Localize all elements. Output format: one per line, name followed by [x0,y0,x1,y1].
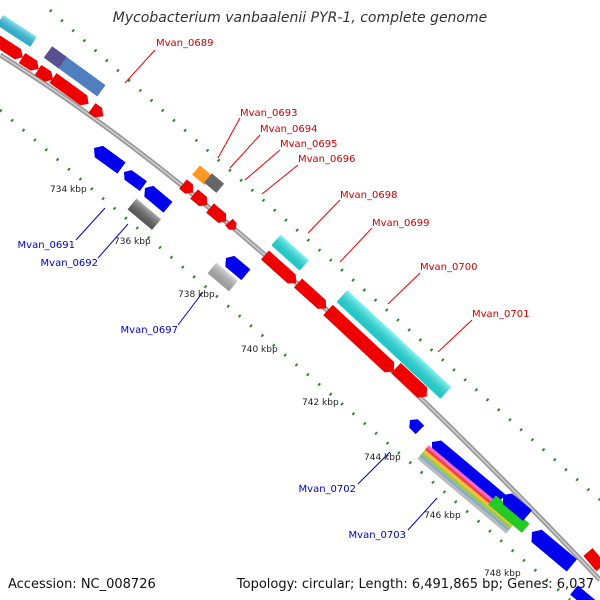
gene-label[interactable]: Mvan_0692 [41,258,98,269]
gene-feature[interactable] [293,278,330,313]
gene-feature[interactable] [88,103,106,121]
gene-feature[interactable] [120,167,147,191]
gene-feature[interactable] [190,189,211,209]
scale-tick-label: 746 kbp [424,511,461,521]
gene-label[interactable]: Mvan_0695 [280,139,337,150]
gene-feature[interactable] [206,203,230,226]
guide-rails [0,8,600,600]
gene-feature[interactable] [225,218,239,233]
gene-label[interactable]: Mvan_0693 [240,108,297,119]
gene-label[interactable]: Mvan_0697 [121,325,178,336]
scale-tick-label: 734 kbp [50,185,87,195]
gene-feature[interactable] [527,526,577,572]
forward-gene-labels: Mvan_0689 Mvan_0693 Mvan_0694 Mvan_0695 … [156,38,529,320]
gene-feature[interactable] [204,173,225,193]
gene-feature[interactable] [207,262,238,292]
reverse-leader-lines [75,207,438,531]
gene-label[interactable]: Mvan_0702 [299,484,356,495]
gene-feature[interactable] [141,183,173,213]
gene-label[interactable]: Mvan_0689 [156,38,213,49]
gene-feature[interactable] [391,362,431,402]
accession-label: Accession: NC_008726 [8,577,156,592]
gene-feature[interactable] [499,490,533,521]
gene-label[interactable]: Mvan_0698 [340,190,397,201]
outer-guide-rail [49,8,600,502]
gene-feature[interactable] [18,52,42,74]
gene-feature[interactable] [0,14,37,47]
gene-label[interactable]: Mvan_0703 [349,530,406,541]
scale-tick-label: 744 kbp [364,453,401,463]
forward-leader-lines [124,49,473,353]
gene-label[interactable]: Mvan_0696 [298,154,355,165]
gene-feature[interactable] [222,253,251,281]
gene-label[interactable]: Mvan_0694 [260,124,317,135]
scale-tick-label: 748 kbp [484,569,521,579]
gene-feature[interactable] [323,304,398,377]
gene-feature[interactable] [406,416,425,435]
reverse-gene-labels: Mvan_0691 Mvan_0692 Mvan_0697 Mvan_0702 … [18,240,406,541]
gene-feature[interactable] [43,46,106,97]
gene-feature[interactable] [428,437,506,506]
page-title: Mycobacterium vanbaalenii PYR-1, complet… [112,10,488,26]
genome-summary: Topology: circular; Length: 6,491,865 bp… [236,577,594,592]
gene-feature[interactable] [336,290,452,399]
gene-feature[interactable] [34,64,57,85]
forward-strand-track [0,14,600,572]
gene-feature[interactable] [0,34,26,62]
gene-label[interactable]: Mvan_0699 [372,218,429,229]
gene-label[interactable]: Mvan_0701 [472,309,529,320]
scale-tick-label: 736 kbp [114,237,151,247]
gene-feature[interactable] [127,198,162,230]
gene-feature[interactable] [488,495,530,533]
scale-tick-label: 742 kbp [302,398,339,408]
gene-feature[interactable] [49,73,92,109]
scale-tick-label: 738 kbp [178,290,215,300]
gene-feature[interactable] [90,142,126,174]
gene-feature[interactable] [179,179,197,197]
gene-label[interactable]: Mvan_0691 [18,240,75,251]
gene-feature[interactable] [271,234,309,271]
gene-feature[interactable] [570,585,597,600]
reverse-strand-track [90,142,597,600]
scale-ticks: 734 kbp 736 kbp 738 kbp 740 kbp 742 kbp … [50,185,521,579]
inner-guide-rail [0,108,571,600]
scale-tick-label: 740 kbp [241,345,278,355]
gene-label[interactable]: Mvan_0700 [420,262,477,273]
gene-feature[interactable] [260,250,300,288]
